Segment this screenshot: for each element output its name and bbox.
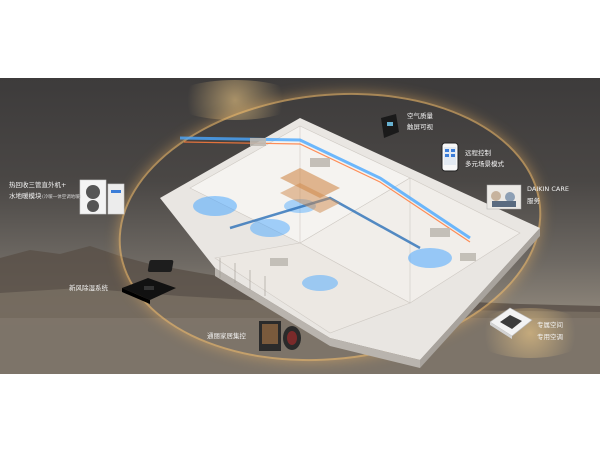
outdoor-unit-label-1: 热回收三管直外机+ <box>9 181 67 189</box>
care-label-2: 服务 <box>527 197 540 205</box>
care-label-1: DAIKIN CARE <box>527 185 569 193</box>
hero-banner: 热回收三管直外机+ 水地暖模块 (冷暖一体空调地暖) 新风除湿系统 空气质量 触… <box>0 78 600 374</box>
special-space-label-2: 专用空调 <box>537 333 563 341</box>
care-service-icon <box>486 184 522 210</box>
remote-label-2: 多元场景模式 <box>465 160 504 168</box>
ceiling-cassette-icon <box>489 307 533 339</box>
purifier-icon <box>259 321 301 351</box>
air-quality-label-1: 空气质量 <box>407 112 433 120</box>
purifier-label: 通丽家居集控 <box>207 332 246 340</box>
light-glow-right <box>470 308 590 358</box>
special-space-label-1: 专属空间 <box>537 321 563 329</box>
fresh-air-unit-icon <box>122 260 176 304</box>
smartphone-icon <box>441 142 459 172</box>
fresh-air-label: 新风除湿系统 <box>69 284 108 292</box>
outdoor-unit-note: (冷暖一体空调地暖) <box>42 195 82 200</box>
outdoor-unit-label-2: 水地暖模块 <box>9 192 42 200</box>
air-quality-panel-icon <box>381 114 399 138</box>
remote-label-1: 远程控制 <box>465 149 491 157</box>
air-quality-label-2: 触屏可视 <box>407 123 433 131</box>
house-isometric-model <box>160 118 540 368</box>
light-glow-top <box>170 80 300 120</box>
outdoor-unit-icon <box>79 179 125 215</box>
